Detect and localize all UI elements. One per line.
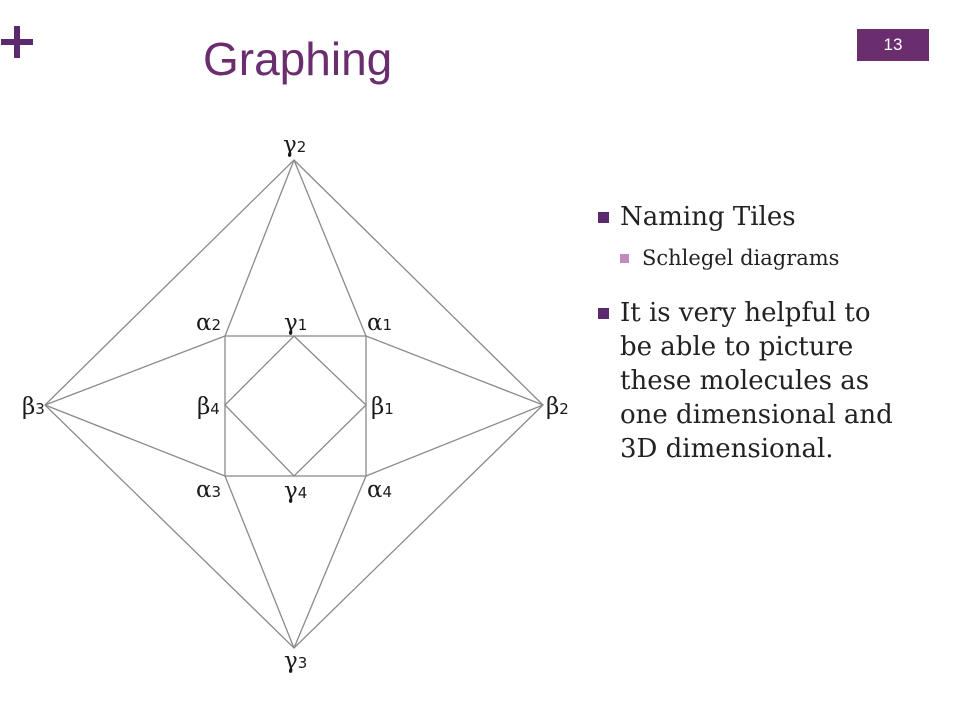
page-number-badge: 13 [857,29,929,61]
label-beta3: β3 [22,394,45,420]
label-alpha1: α1 [367,310,392,336]
slide-title: Graphing [203,33,393,85]
label-beta4: β4 [197,394,220,420]
bullet-helpful-text: It is very helpful to be able to picture… [598,296,948,466]
diagram-edges [44,159,544,649]
label-gamma2: γ2 [283,132,306,158]
label-gamma3: γ3 [284,648,307,674]
edge-left-bottom [44,404,226,477]
bullet-line: one dimensional and [620,400,893,430]
edge-top-right [293,159,367,337]
edge-right-top [365,335,544,406]
inner-diamond [224,335,367,477]
diagram-labels: γ2 γ1 γ4 γ3 α2 α1 α3 α4 β3 β2 β4 β1 [22,132,569,674]
label-gamma1: γ1 [284,310,307,336]
label-alpha4: α4 [367,477,392,503]
label-beta2: β2 [546,394,569,420]
edge-right-bottom [365,404,544,477]
label-gamma4: γ4 [284,478,307,504]
plus-logo-horizontal [1,39,33,45]
bullet-line: these molecules as [620,366,870,396]
bullet-line: It is very helpful to [620,298,871,328]
bullet-line: be able to picture [620,332,854,362]
sub-bullet-schlegel: Schlegel diagrams [620,244,948,272]
outer-diamond [44,159,544,649]
middle-square [224,335,367,477]
edge-bottom-left [224,475,295,649]
bullet-list: Naming Tiles Schlegel diagrams It is ver… [598,200,948,466]
bullet-naming-tiles: Naming Tiles [598,200,948,234]
edge-top-left [224,159,295,337]
label-alpha3: α3 [196,477,221,503]
label-alpha2: α2 [196,310,221,336]
bullet-line: 3D dimensional. [620,434,834,464]
label-beta1: β1 [371,394,394,420]
edge-bottom-right [293,475,367,649]
edge-left-top [44,335,226,406]
